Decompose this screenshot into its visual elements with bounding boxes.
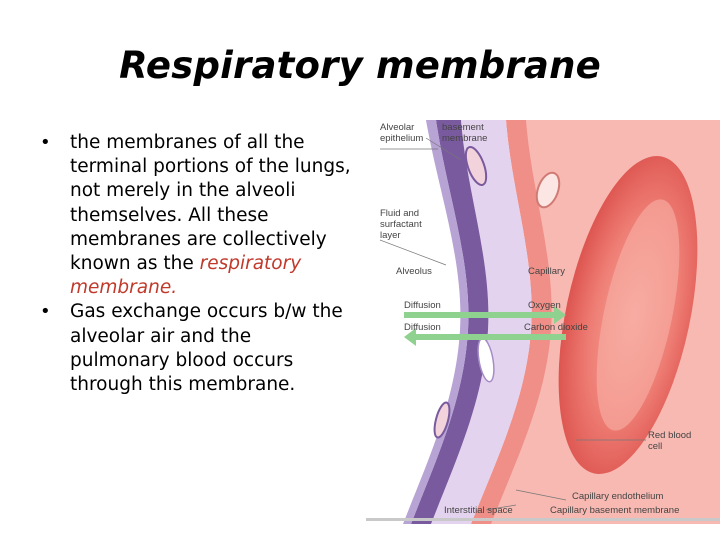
figure-bottom-border bbox=[366, 518, 720, 521]
carbon-dioxide-arrow bbox=[404, 328, 566, 346]
alveolar-epithelium-band bbox=[411, 120, 489, 524]
label-capillary-basement-membrane: Capillary basement membrane bbox=[550, 505, 679, 516]
label-interstitial-space: Interstitial space bbox=[444, 505, 513, 516]
bullet-text: Gas exchange occurs b/w the alveolar air… bbox=[70, 301, 343, 396]
respiratory-membrane-diagram: Alveolar epithelium basement membrane Fl… bbox=[366, 120, 720, 524]
label-oxygen: Oxygen bbox=[528, 300, 561, 311]
bullet-dot: • bbox=[40, 301, 51, 323]
bullet-dot: • bbox=[40, 132, 51, 153]
label-red-blood-cell: cell bbox=[648, 441, 662, 452]
slide-title: Respiratory membrane bbox=[119, 44, 601, 87]
bullet-emphasis: respiratory membrane. bbox=[70, 253, 302, 299]
bullet-text: the membranes of all the terminal portio… bbox=[70, 132, 351, 275]
label-fluid-layer: layer bbox=[380, 230, 401, 241]
label-basement-membrane: basement bbox=[442, 122, 484, 133]
epithelial-nucleus bbox=[464, 146, 488, 186]
bullet-item: • the membranes of all the terminal port… bbox=[36, 131, 356, 300]
label-basement-membrane: membrane bbox=[442, 133, 487, 144]
bullet-item: • Gas exchange occurs b/w the alveolar a… bbox=[36, 300, 356, 397]
label-alveolar-epithelium: Alveolar bbox=[380, 122, 414, 133]
label-capillary: Capillary bbox=[528, 266, 565, 277]
label-diffusion: Diffusion bbox=[404, 322, 441, 333]
bullet-list: • the membranes of all the terminal port… bbox=[36, 131, 356, 397]
capillary-endothelium-band bbox=[471, 120, 552, 524]
endothelial-nucleus bbox=[535, 171, 561, 209]
label-fluid-layer: Fluid and bbox=[380, 208, 419, 219]
label-alveolar-epithelium: epithelium bbox=[380, 133, 423, 144]
label-carbon-dioxide: Carbon dioxide bbox=[524, 322, 588, 333]
label-fluid-layer: surfactant bbox=[380, 219, 422, 230]
basement-membrane-band bbox=[431, 120, 532, 524]
label-alveolus: Alveolus bbox=[396, 266, 432, 277]
epithelial-nucleus bbox=[433, 401, 451, 439]
label-red-blood-cell: Red blood bbox=[648, 430, 691, 441]
oxygen-arrow bbox=[404, 306, 566, 324]
fluid-layer bbox=[403, 120, 469, 524]
label-diffusion: Diffusion bbox=[404, 300, 441, 311]
red-blood-cell-center bbox=[596, 199, 680, 431]
label-capillary-endothelium: Capillary endothelium bbox=[572, 491, 663, 502]
